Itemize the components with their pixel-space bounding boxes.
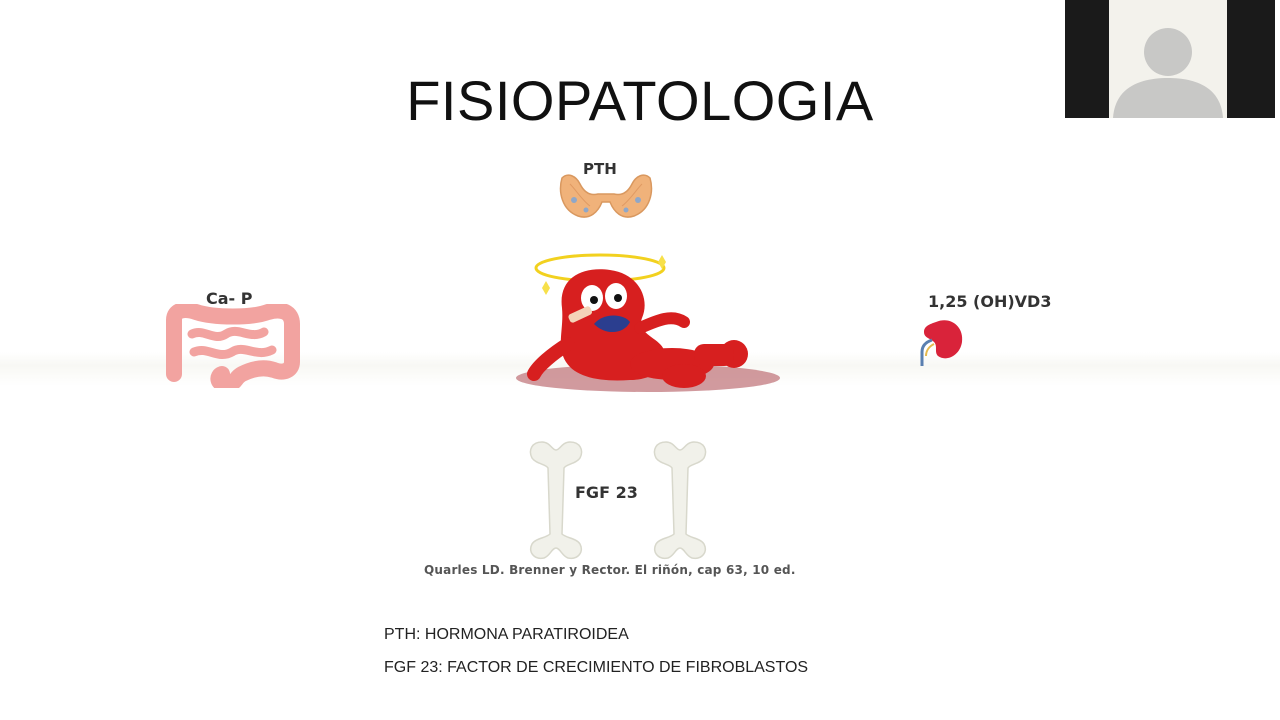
participant-avatar-icon [1113, 28, 1223, 118]
vitamin-d-label: 1,25 (OH)VD3 [928, 292, 1052, 311]
footnote-pth: PTH: HORMONA PARATIROIDEA [384, 626, 629, 643]
participant-video-tile[interactable] [1065, 0, 1275, 118]
citation: Quarles LD. Brenner y Rector. El riñón, … [424, 563, 796, 577]
kidney-icon [920, 320, 963, 366]
bone-icon [653, 441, 707, 560]
sick-kidney-icon [516, 253, 780, 392]
intestine-icon [166, 304, 300, 388]
footnote-fgf23: FGF 23: FACTOR DE CRECIMIENTO DE FIBROBL… [384, 659, 809, 676]
thyroid-icon [559, 174, 653, 218]
slide-title: FISIOPATOLOGIA [406, 69, 874, 132]
ca-p-label: Ca- P [206, 289, 253, 308]
pth-label: PTH [583, 160, 617, 178]
participant-video [1109, 0, 1227, 118]
fgf23-label: FGF 23 [575, 483, 638, 502]
bone-icon [529, 441, 583, 560]
